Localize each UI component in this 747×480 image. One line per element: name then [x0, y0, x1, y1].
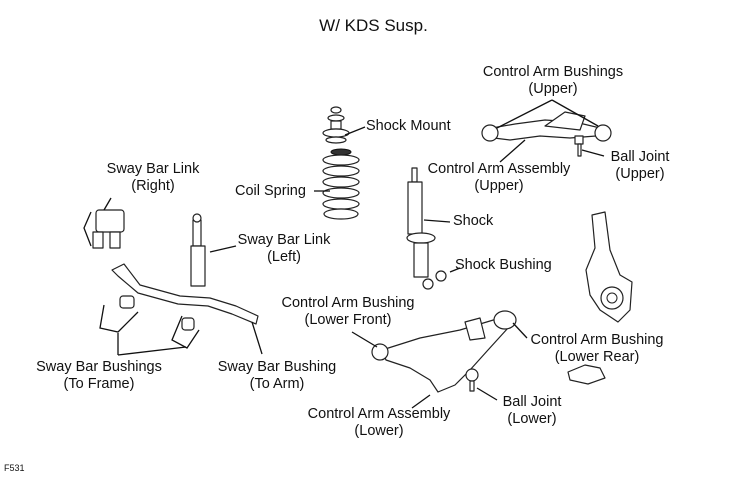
- diagram-title: W/ KDS Susp.: [319, 16, 428, 35]
- label-line-1: Ball Joint: [610, 149, 670, 165]
- steering-knuckle-part: [585, 211, 633, 323]
- label-sway-bar-link-left: Sway Bar Link (Left): [232, 232, 336, 266]
- shock-part: [406, 167, 447, 290]
- label-line-2: (Upper): [528, 81, 578, 97]
- shock-mount-part: [322, 106, 350, 144]
- label-line-1: Sway Bar Link: [106, 161, 200, 177]
- coil-spring-part: [322, 148, 360, 220]
- label-line-1: Control Arm Bushing: [281, 295, 415, 311]
- label-shock-bushing: Shock Bushing: [455, 257, 552, 274]
- label-sway-bar-bushing-arm: Sway Bar Bushing (To Arm): [213, 359, 341, 393]
- leader-lines: [83, 99, 605, 409]
- label-line-2: (To Frame): [63, 376, 135, 392]
- figure-id: F531: [4, 463, 25, 473]
- label-line-1: Control Arm Bushings: [482, 64, 624, 80]
- label-line-2: (Lower Rear): [554, 349, 640, 365]
- label-line-1: Ball Joint: [502, 394, 562, 410]
- sway-bar-link-right-part: [92, 209, 125, 249]
- label-control-arm-assembly-upper: Control Arm Assembly (Upper): [420, 161, 578, 195]
- label-line-2: (Left): [267, 249, 301, 265]
- upper-control-arm-part: [481, 111, 612, 157]
- label-line-1: Control Arm Assembly: [427, 161, 571, 177]
- label-sway-bar-link-right: Sway Bar Link (Right): [101, 161, 205, 195]
- label-shock: Shock: [453, 213, 493, 230]
- label-line-1: Sway Bar Bushing: [217, 359, 337, 375]
- label-line-2: (Lower Front): [304, 312, 392, 328]
- label-line-2: (Lower): [507, 411, 557, 427]
- sway-bar-link-left-part: [190, 213, 206, 287]
- label-ball-joint-upper: Ball Joint (Upper): [603, 149, 677, 183]
- label-ball-joint-lower: Ball Joint (Lower): [495, 394, 569, 428]
- label-shock-mount: Shock Mount: [366, 118, 451, 135]
- label-shock-mount-text: Shock Mount: [366, 118, 451, 134]
- label-control-arm-bushings-upper: Control Arm Bushings (Upper): [478, 64, 628, 98]
- sway-bar-part: [111, 263, 259, 331]
- label-line-1: Sway Bar Bushings: [36, 359, 162, 375]
- label-control-arm-assembly-lower: Control Arm Assembly (Lower): [300, 406, 458, 440]
- label-line-2: (Right): [131, 178, 175, 194]
- label-shock-text: Shock: [453, 213, 494, 229]
- label-line-1: Sway Bar Link: [237, 232, 331, 248]
- label-line-2: (Lower): [354, 423, 404, 439]
- label-line-2: (Upper): [615, 166, 665, 182]
- label-line-1: Control Arm Assembly: [307, 406, 451, 422]
- label-line-1: Control Arm Bushing: [530, 332, 664, 348]
- label-line-2: (Upper): [474, 178, 524, 194]
- label-sway-bar-bushings-frame: Sway Bar Bushings (To Frame): [32, 359, 166, 393]
- label-coil-spring-text: Coil Spring: [235, 183, 306, 199]
- label-control-arm-bushing-lower-front: Control Arm Bushing (Lower Front): [275, 295, 421, 329]
- label-control-arm-bushing-lower-rear: Control Arm Bushing (Lower Rear): [524, 332, 670, 366]
- label-shock-bushing-text: Shock Bushing: [455, 257, 552, 273]
- small-bracket-part: [567, 364, 606, 385]
- lower-control-arm-part: [371, 310, 517, 393]
- label-line-2: (To Arm): [249, 376, 305, 392]
- label-coil-spring: Coil Spring: [235, 183, 306, 200]
